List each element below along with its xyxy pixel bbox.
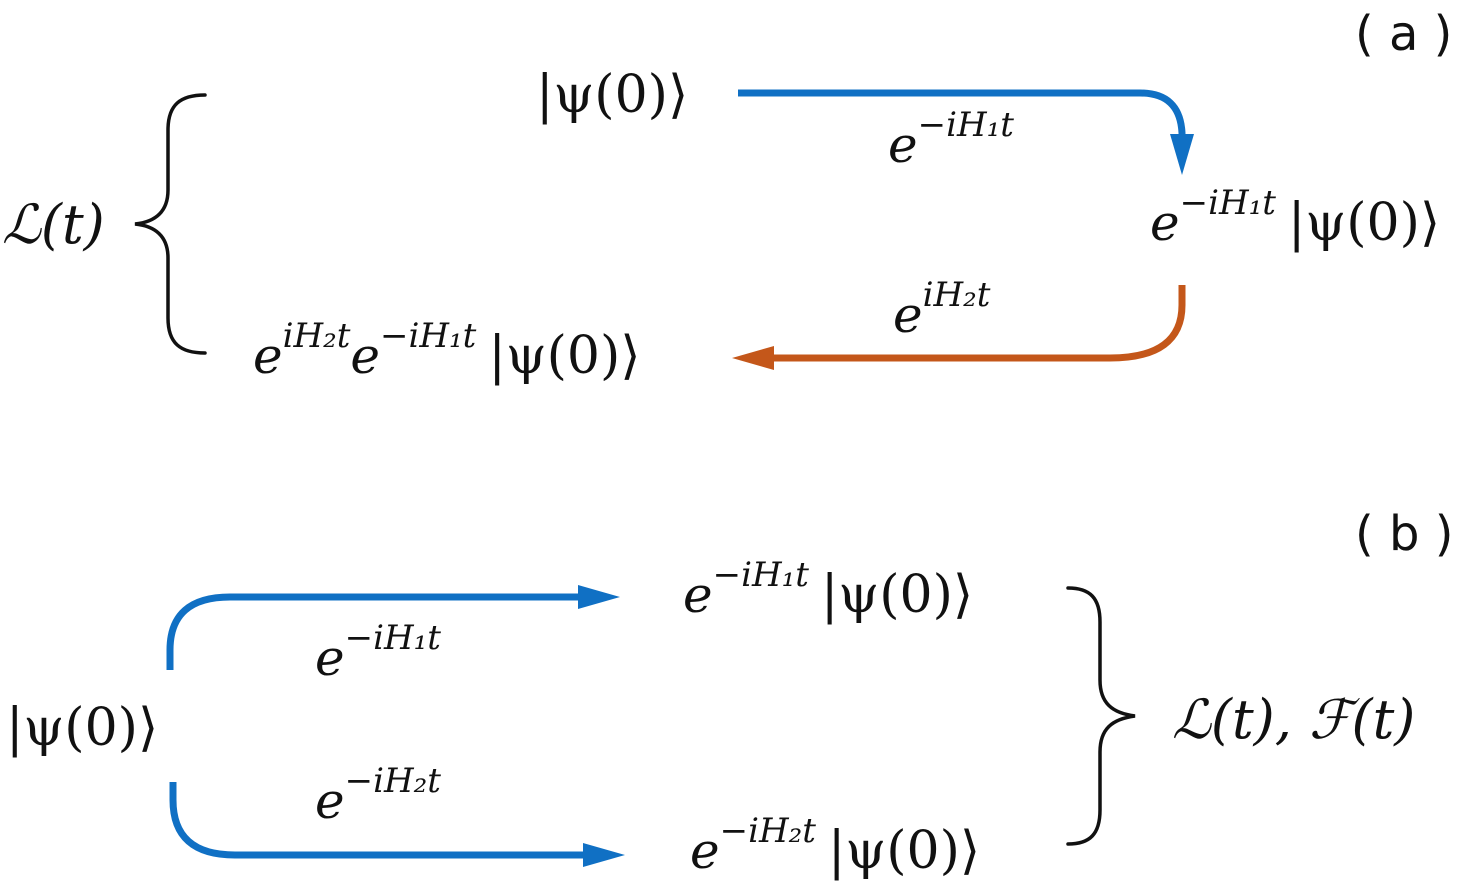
panel-b-upper-arrow [166, 585, 620, 670]
panel-a-backward-arrowhead [732, 346, 774, 370]
panel-b-upper-state: e−iH₁t|ψ(0)⟩ [683, 555, 973, 625]
panel-b-right-brace [1066, 586, 1136, 846]
panel-b-lower-operator: e−iH₂t [315, 761, 441, 830]
panel-a-intermediate-state: e−iH₁t|ψ(0)⟩ [1150, 183, 1440, 253]
panel-b-lower-arrow [169, 782, 625, 867]
panel-a-final-state: eiH₂te−iH₁t|ψ(0)⟩ [253, 316, 641, 386]
panel-a-backward-arrow-line [772, 285, 1186, 362]
panel-b-lower-arrow-line [169, 782, 585, 859]
panel-b-upper-arrowhead [578, 585, 620, 609]
panel-b-lower-arrowhead [583, 843, 625, 867]
panel-b-echo-and-fidelity-label: ℒ(t), ℱ(t) [1172, 688, 1415, 751]
panel-a-label: ( a ) [1355, 6, 1452, 62]
panel-b-lower-state: e−iH₂t|ψ(0)⟩ [690, 811, 980, 881]
panel-a-forward-arrow [738, 89, 1194, 175]
panel-a-left-brace [134, 93, 207, 355]
panel-b-label: ( b ) [1355, 506, 1453, 562]
panel-a-forward-arrowhead [1170, 134, 1194, 175]
panel-a-step2-operator: eiH₂t [893, 275, 991, 344]
panel-a-forward-arrow-line [738, 89, 1186, 140]
panel-a-initial-ket: |ψ(0)⟩ [536, 65, 688, 125]
panel-a-backward-arrow [732, 285, 1186, 370]
panel-a-loschmidt-echo-label: ℒ(t) [2, 193, 105, 256]
panel-b-upper-operator: e−iH₁t [315, 618, 441, 687]
panel-b-upper-arrow-line [166, 593, 580, 670]
panel-a-step1-operator: e−iH₁t [888, 105, 1014, 174]
panel-b-initial-ket: |ψ(0)⟩ [6, 698, 158, 758]
